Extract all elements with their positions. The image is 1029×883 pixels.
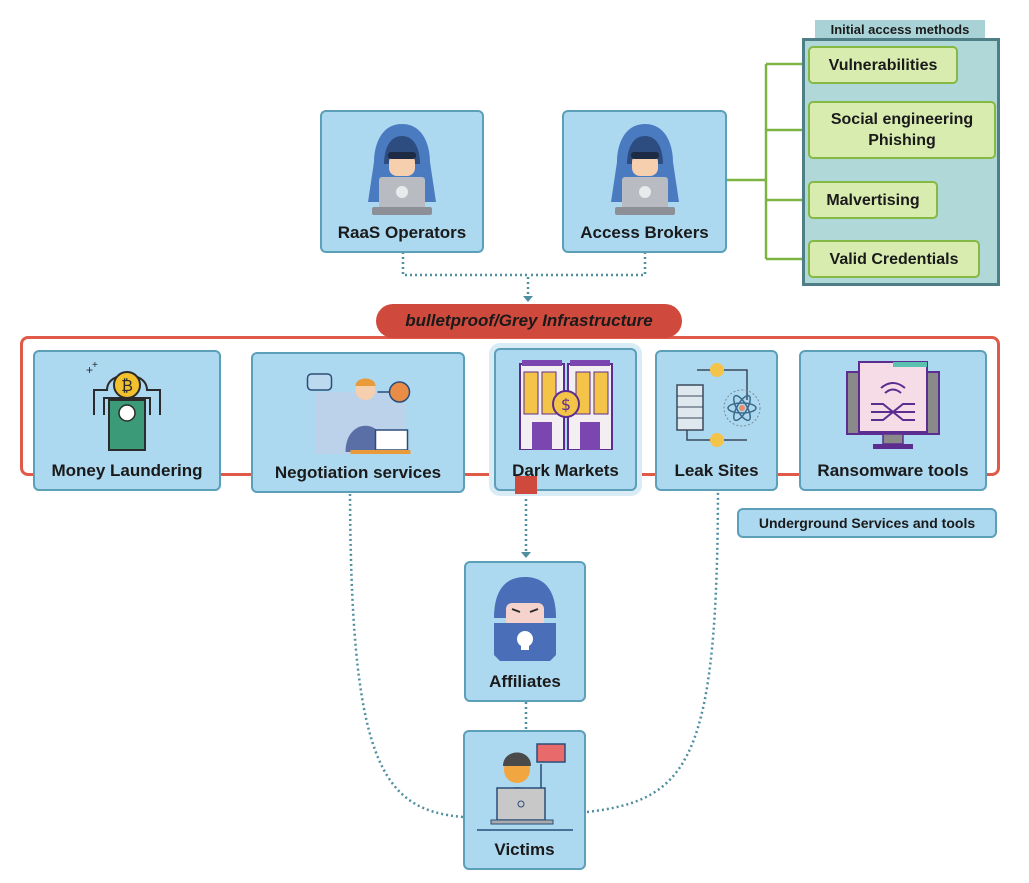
svg-text:₿: ₿ (121, 376, 133, 395)
svg-text:+: + (86, 363, 93, 377)
service-negotiation[interactable]: Negotiation services (251, 352, 465, 493)
arrowhead (521, 552, 531, 558)
service-label: Negotiation services (274, 463, 442, 482)
affiliates-label: Affiliates (489, 672, 561, 691)
money-laundering-icon: ₿ + + (86, 360, 161, 451)
service-label: Dark Markets (512, 461, 619, 480)
raas-operators-label: RaaS Operators (337, 223, 467, 242)
initial-access-title: Initial access methods (815, 20, 985, 38)
victims-to-negotiation-line (348, 479, 464, 819)
access-brokers-label: Access Brokers (580, 223, 709, 242)
ransomware-monitor-icon (846, 361, 940, 449)
svg-text:$: $ (560, 395, 570, 414)
method-malvertising[interactable]: Malvertising (808, 181, 938, 219)
service-label: Leak Sites (674, 461, 759, 480)
raas-operators-node[interactable]: RaaS Operators (320, 110, 484, 253)
service-leak-sites[interactable]: Leak Sites (655, 350, 778, 491)
victims-label: Victims (494, 840, 555, 859)
service-dark-markets[interactable]: $ Dark Markets (494, 348, 637, 491)
victims-node[interactable]: Victims (463, 730, 586, 870)
leak-sites-server-icon (675, 363, 760, 447)
svg-text:+: + (92, 360, 98, 371)
method-vulnerabilities[interactable]: Vulnerabilities (808, 46, 958, 84)
access-brokers-node[interactable]: Access Brokers (562, 110, 727, 253)
underground-services-label: Underground Services and tools (737, 508, 997, 538)
service-money-laundering[interactable]: ₿ + + Money Laundering (33, 350, 221, 491)
raas-to-infra-line (401, 252, 530, 300)
dark-markets-building-icon: $ (518, 360, 613, 450)
service-label: Ransomware tools (817, 461, 969, 480)
arrowhead (523, 296, 533, 302)
negotiation-agent-icon (306, 373, 411, 454)
method-social-engineering[interactable]: Social engineering Phishing (808, 101, 996, 159)
masked-affiliate-icon (494, 577, 556, 661)
infrastructure-pill[interactable]: bulletproof/Grey Infrastructure (376, 304, 682, 338)
method-valid-credentials[interactable]: Valid Credentials (808, 240, 980, 278)
service-ransomware-tools[interactable]: Ransomware tools (799, 350, 987, 491)
victim-at-laptop-icon (476, 743, 573, 831)
infrastructure-connector (515, 476, 537, 494)
victims-to-leaksites-line (586, 479, 720, 814)
hooded-hacker-icon (610, 124, 679, 215)
hooded-hacker-icon (368, 124, 436, 215)
affiliates-node[interactable]: Affiliates (464, 561, 586, 702)
service-label: Money Laundering (51, 461, 203, 480)
brokers-to-infra-line (528, 252, 647, 277)
